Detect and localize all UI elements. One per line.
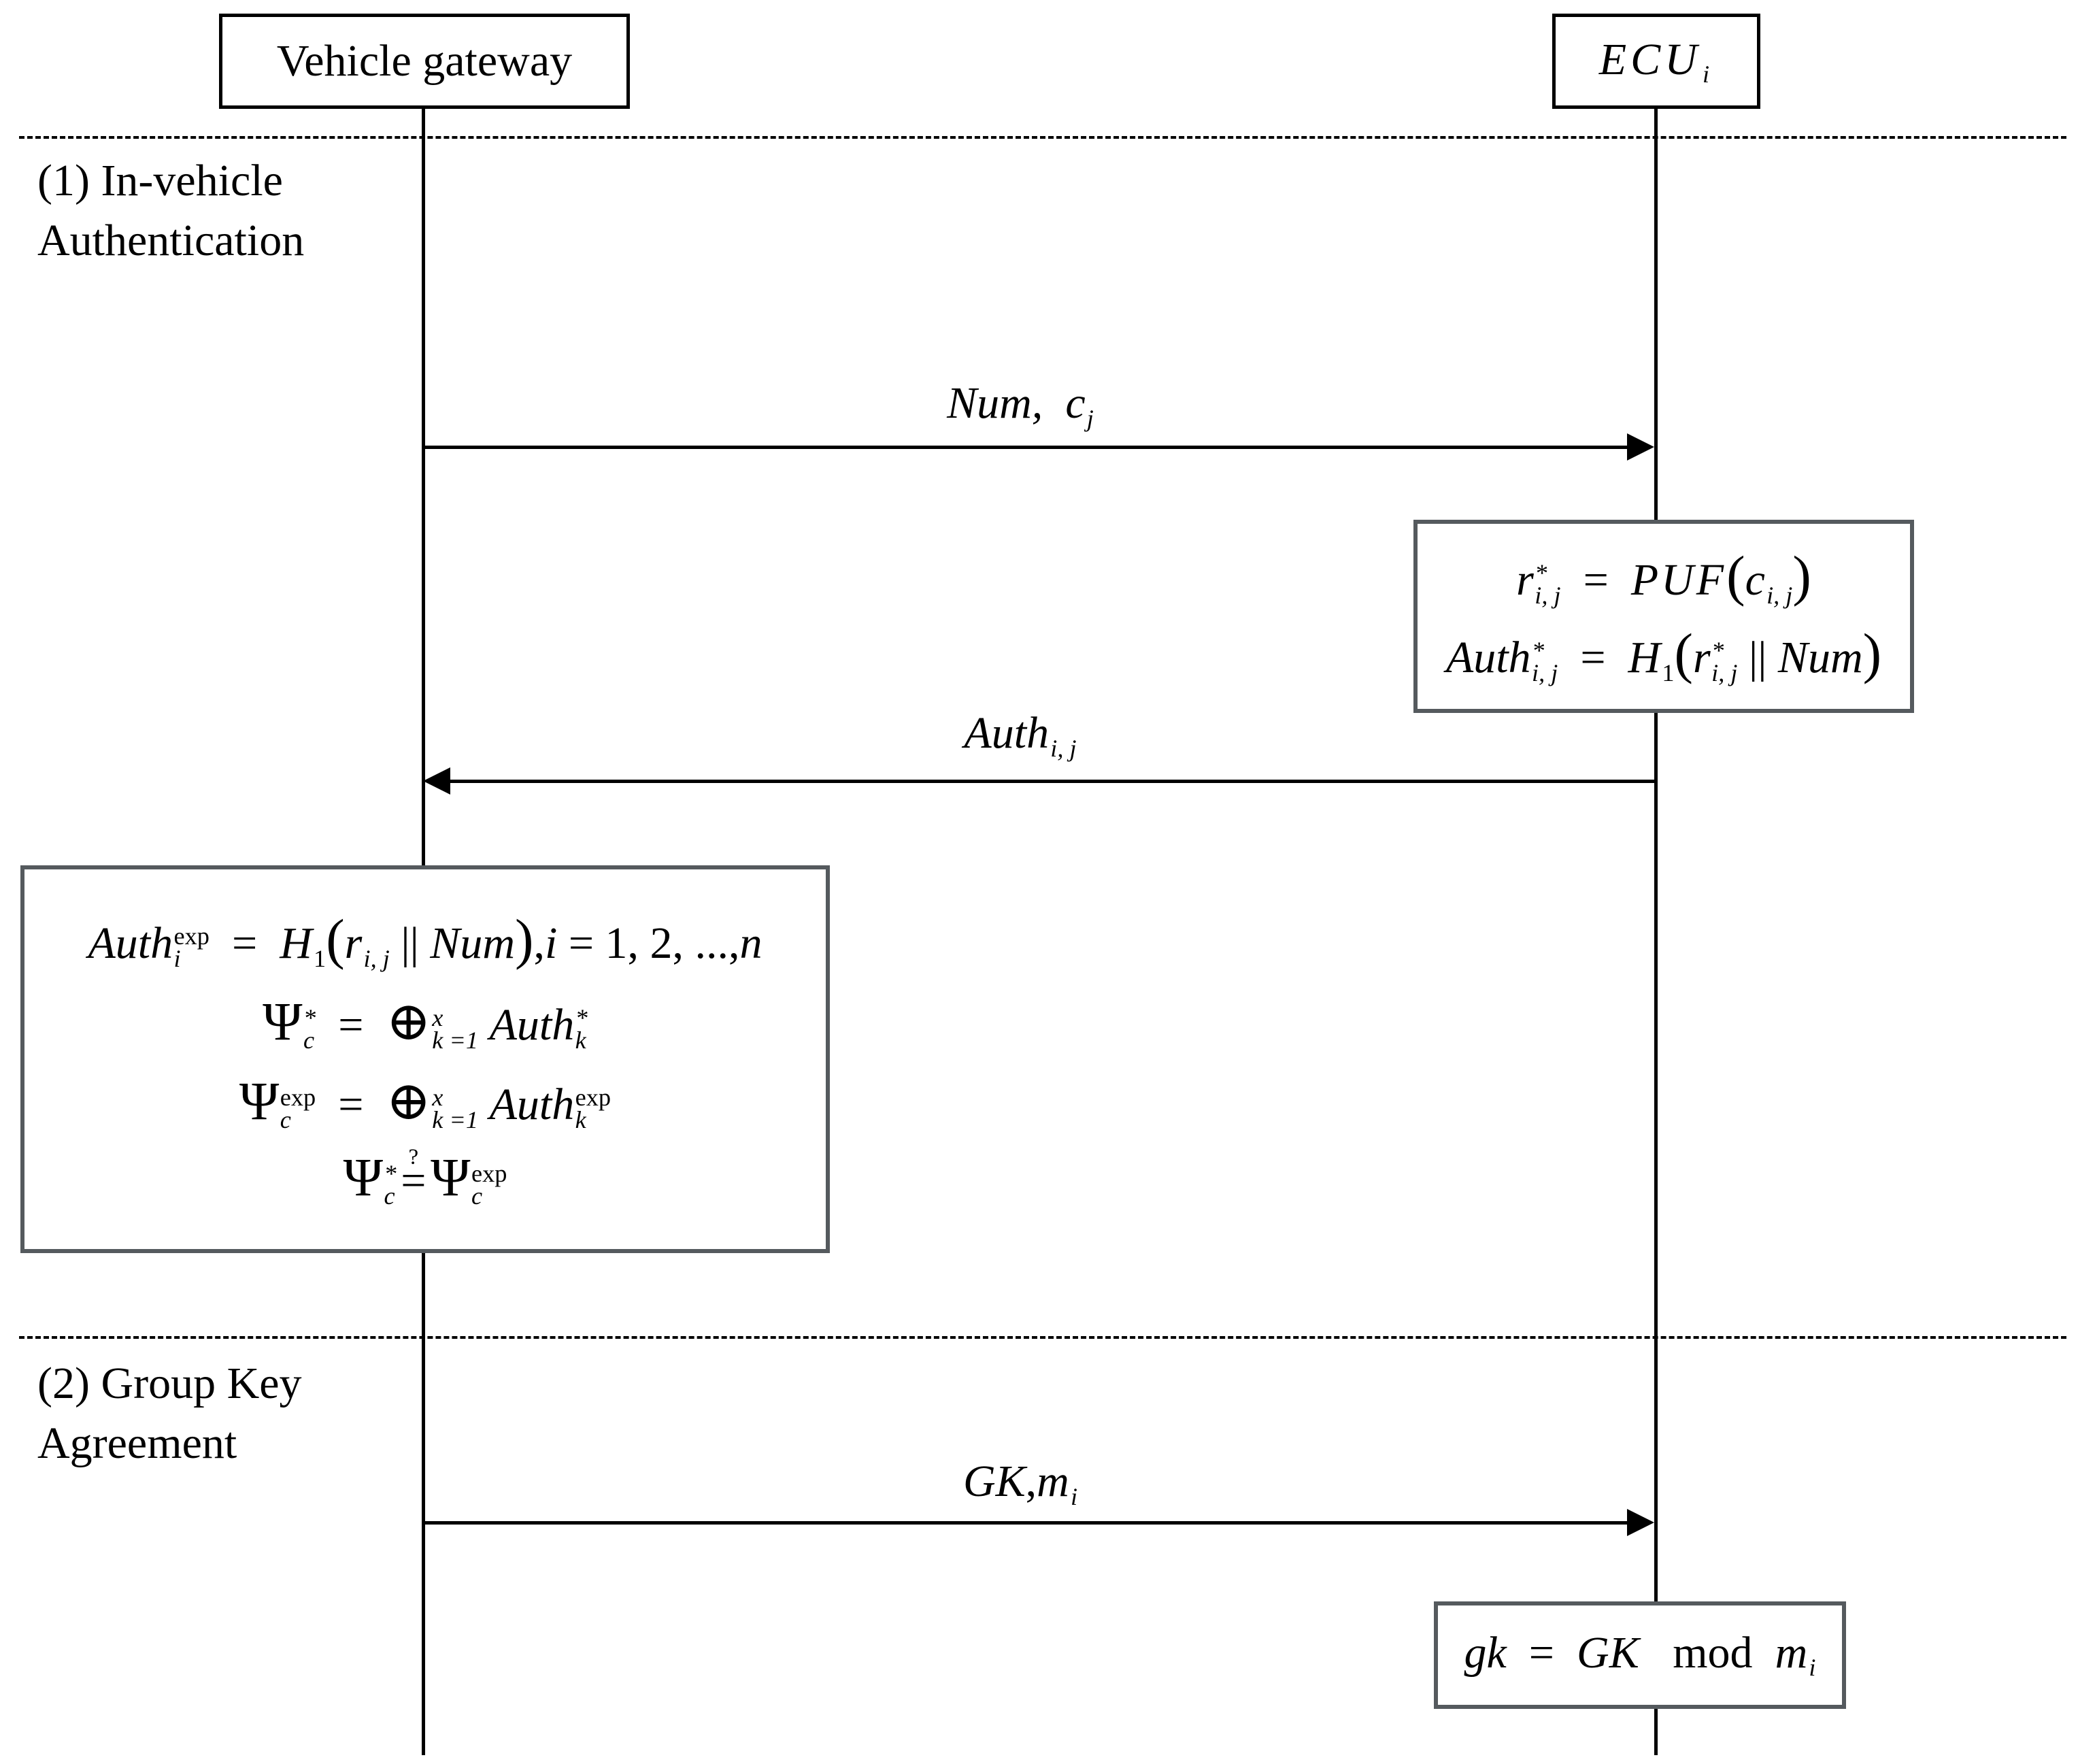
phase-label-line: Agreement bbox=[37, 1418, 237, 1468]
arrow-head-right bbox=[1627, 433, 1654, 461]
phase-label-group-key: (2) Group Key Agreement bbox=[37, 1354, 302, 1474]
phase-label-line: Authentication bbox=[37, 216, 305, 265]
phase-divider-1 bbox=[19, 136, 2066, 139]
equation-puf-response: r*i, j = PUF(ci, j) bbox=[1516, 544, 1811, 609]
phase-label-line: (2) Group Key bbox=[37, 1359, 302, 1408]
arrow-head-left bbox=[423, 767, 450, 795]
message-arrow-gk-m bbox=[423, 1521, 1628, 1525]
actor-ecu-label: ECUi bbox=[1598, 34, 1714, 88]
message-label-gk-m: GK,mi bbox=[962, 1457, 1078, 1510]
ecu-compute-box-group-key: gk = GK mod mi bbox=[1434, 1601, 1846, 1709]
arrow-head-right bbox=[1627, 1509, 1654, 1536]
phase-label-authentication: (1) In-vehicle Authentication bbox=[37, 151, 304, 271]
actor-vehicle-gateway-label: Vehicle gateway bbox=[276, 36, 573, 86]
message-label-num-c: Num, cj bbox=[947, 378, 1094, 432]
actor-vehicle-gateway: Vehicle gateway bbox=[219, 14, 630, 109]
message-arrow-num-c bbox=[423, 446, 1628, 449]
message-label-auth: Authi, j bbox=[964, 708, 1077, 762]
equation-group-key: gk = GK mod mi bbox=[1464, 1627, 1816, 1682]
actor-ecu: ECUi bbox=[1552, 14, 1760, 109]
lifeline-ecu bbox=[1654, 109, 1658, 1755]
message-arrow-auth bbox=[449, 780, 1654, 783]
ecu-compute-box-auth: r*i, j = PUF(ci, j) Auth*i, j = H1(r*i, … bbox=[1413, 520, 1914, 713]
equation-auth-star: Auth*i, j = H1(r*i, j || Num) bbox=[1445, 622, 1882, 686]
phase-label-line: (1) In-vehicle bbox=[37, 156, 283, 205]
phase-divider-2 bbox=[19, 1336, 2066, 1339]
